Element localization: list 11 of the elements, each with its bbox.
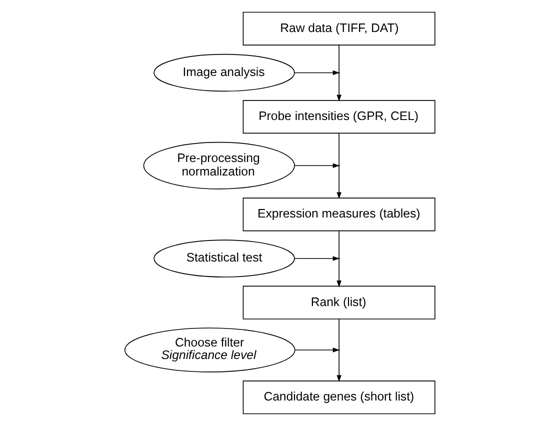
node-ellipse: Pre-processing normalization xyxy=(143,142,295,190)
arrow xyxy=(294,163,340,168)
node-box: Rank (list) xyxy=(242,286,436,320)
node-ellipse: Image analysis xyxy=(154,54,295,92)
node-ellipse: Statistical test xyxy=(154,240,295,278)
node-box: Raw data (TIFF, DAT) xyxy=(242,12,436,46)
node-box: Candidate genes (short list) xyxy=(242,380,436,414)
node-box: Probe intensities (GPR, CEL) xyxy=(242,100,436,134)
node-ellipse: Choose filter Significance level xyxy=(124,328,296,372)
node-box: Expression measures (tables) xyxy=(242,198,436,232)
arrow xyxy=(336,132,342,200)
